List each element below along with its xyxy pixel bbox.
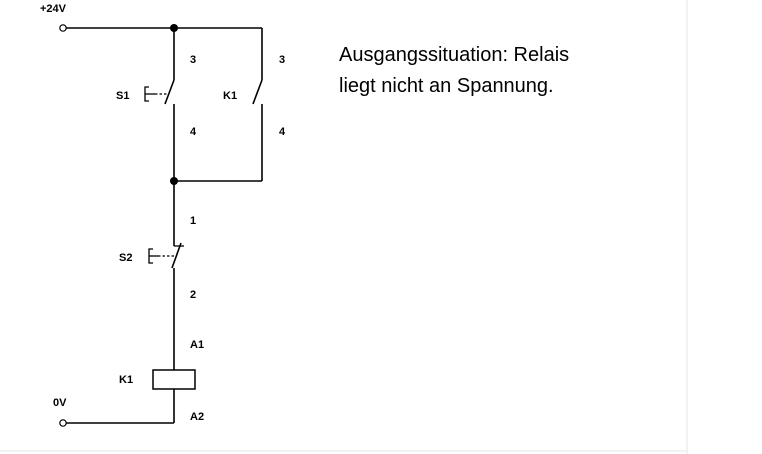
k1-contact-blade xyxy=(252,79,263,105)
k1-contact-label: K1 xyxy=(223,90,237,102)
supply-zero-label: 0V xyxy=(53,397,67,409)
supply-positive-label: +24V xyxy=(40,3,67,15)
caption-line-1: Ausgangssituation: Relais xyxy=(339,44,570,66)
k1-coil xyxy=(152,369,196,390)
s1-label: S1 xyxy=(116,90,129,102)
s2-pin-top-label: 1 xyxy=(190,215,196,227)
s2-pin-bottom-label: 2 xyxy=(190,289,196,301)
coil-pin-bottom-label: A2 xyxy=(190,411,204,423)
caption-line-2: liegt nicht an Spannung. xyxy=(339,75,554,97)
k1-coil-label: K1 xyxy=(119,374,133,386)
description-caption: Ausgangssituation: Relais liegt nicht an… xyxy=(339,40,669,102)
k1-pin-bottom-label: 4 xyxy=(279,126,286,138)
supply-positive-terminal xyxy=(59,24,67,32)
coil-pin-top-label: A1 xyxy=(190,339,204,351)
k1-pin-top-label: 3 xyxy=(279,54,285,66)
supply-zero-terminal xyxy=(59,419,67,427)
s1-pin-top-label: 3 xyxy=(190,54,196,66)
s1-pin-bottom-label: 4 xyxy=(190,126,197,138)
s1-contact-blade xyxy=(164,79,175,105)
s2-label: S2 xyxy=(119,252,132,264)
